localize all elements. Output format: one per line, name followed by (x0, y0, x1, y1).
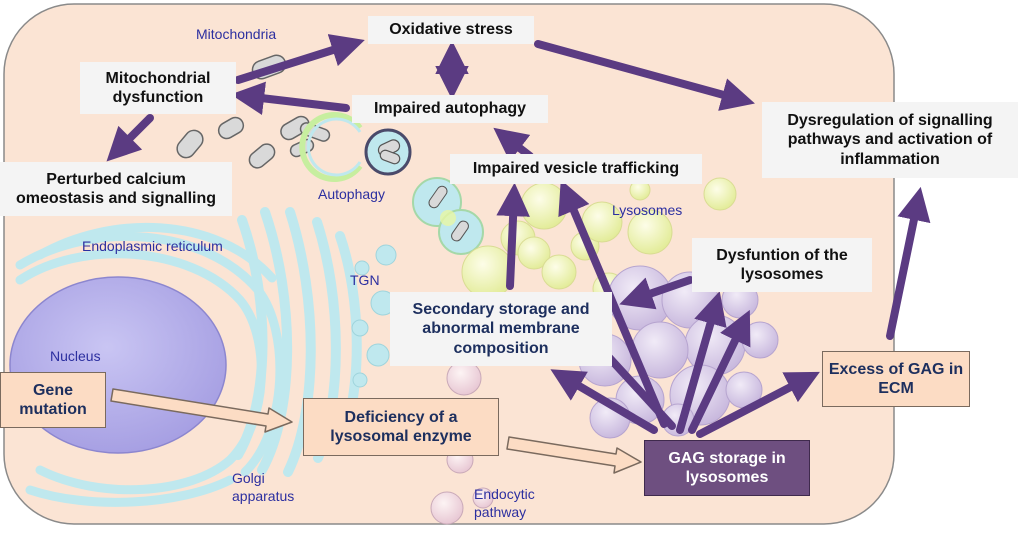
lysosomes-label: Lysosomes (612, 202, 683, 218)
dysregulation-box: Dysregulation of signalling pathways and… (762, 102, 1018, 178)
tgn-vesicles (351, 244, 397, 388)
block-arrows (110, 388, 642, 474)
autophagy-label: Autophagy (318, 186, 385, 202)
gag-storage-box: GAG storage in lysosomes (644, 440, 810, 496)
lysosome-dysfunction-text: Dysfuntion of the lysosomes (716, 246, 848, 283)
arrow-mito-to-calcium (106, 114, 154, 162)
calcium-homeostasis-text: Perturbed calcium omeostasis and signall… (15, 170, 217, 207)
arrow-gag-to-ecm (696, 371, 820, 438)
calcium-homeostasis-box: Perturbed calcium omeostasis and signall… (0, 162, 232, 216)
dysregulation-text: Dysregulation of signalling pathways and… (787, 112, 993, 168)
arrow-autophagy-to-mito (230, 81, 350, 116)
block-arrow-gene-to-deficiency (110, 388, 293, 433)
arrow-gag-to-vesicle (558, 179, 668, 428)
impaired-vesicle-trafficking-box: Impaired vesicle trafficking (450, 154, 702, 184)
tgn-label: TGN (350, 272, 380, 288)
secondary-storage-box: Secondary storage and abnormal membrane … (390, 292, 612, 366)
enzyme-deficiency-text: Deficiency of a lysosomal enzyme (330, 408, 472, 445)
gag-storage-text: GAG storage in lysosomes (668, 449, 786, 486)
pathway-arrows (106, 34, 931, 438)
gene-mutation-text: Gene mutation (19, 381, 87, 418)
excess-gag-ecm-text: Excess of GAG in ECM (828, 360, 964, 397)
endocytic-pathway-label: Endocytic pathway (474, 486, 535, 520)
oxidative-stress-text: Oxidative stress (389, 21, 513, 39)
mitochondrial-dysfunction-box: Mitochondrial dysfunction (80, 62, 236, 114)
secondary-storage-text: Secondary storage and abnormal membrane … (412, 301, 590, 357)
arrow-mito-to-oxidative (234, 34, 365, 84)
arrow-oxidative-to-dysregulation (534, 40, 755, 111)
arrow-lysdys-to-secondary (619, 276, 694, 310)
golgi-apparatus-label: Golgi apparatus (232, 470, 295, 504)
arrow-gag-to-secondary (550, 369, 658, 434)
gene-mutation-box: Gene mutation (0, 372, 106, 428)
lysosome-dysfunction-box: Dysfuntion of the lysosomes (692, 238, 872, 292)
arrow-ecm-to-dysregulation (886, 186, 931, 340)
impaired-autophagy-text: Impaired autophagy (373, 100, 527, 118)
autophagosome (299, 112, 412, 182)
mitochondrial-dysfunction-text: Mitochondrial dysfunction (105, 69, 211, 106)
arrow-gag-to-lysosome-2 (688, 309, 751, 434)
block-arrow-deficiency-to-gag (506, 436, 642, 474)
mitochondria-label: Mitochondria (196, 26, 277, 42)
enzyme-deficiency-box: Deficiency of a lysosomal enzyme (303, 398, 499, 456)
excess-gag-ecm-box: Excess of GAG in ECM (822, 351, 970, 407)
impaired-vesicle-trafficking-text: Impaired vesicle trafficking (472, 160, 680, 178)
endoplasmic-reticulum-label: Endoplasmic reticulum (82, 238, 223, 254)
oxidative-stress-box: Oxidative stress (368, 16, 534, 44)
autolysosomes (412, 177, 484, 255)
arrow-vesicle-to-autophagy (493, 127, 534, 162)
arrow-secondary-to-vesicle (496, 182, 530, 290)
nucleus-label: Nucleus (50, 348, 101, 364)
impaired-autophagy-box: Impaired autophagy (352, 95, 548, 123)
arrow-gag-to-lysosome-1 (676, 291, 727, 434)
